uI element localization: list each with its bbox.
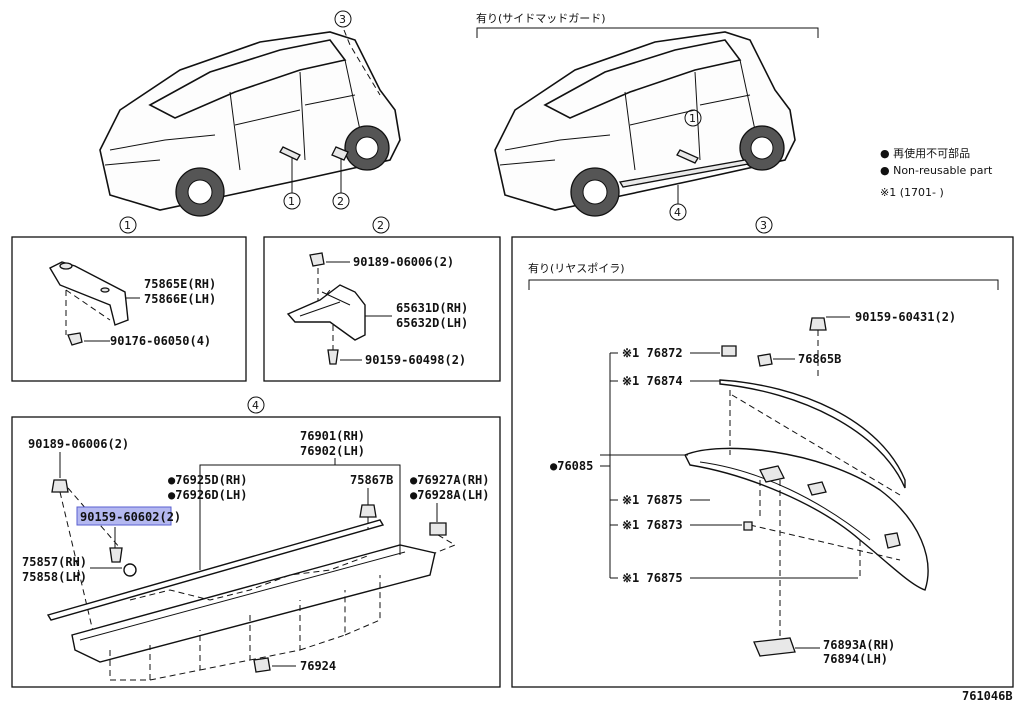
p4-part-12: 76924 [300, 659, 336, 673]
legend-note: ※1 (1701- ) [880, 186, 944, 199]
clip-top-part [309, 252, 325, 267]
screw-90159-60602 [109, 547, 123, 563]
panel-4: 4 90189-06006(2) 90159-60602(2) 75857(RH… [11, 396, 501, 688]
rc-callout-1-label: 1 [689, 112, 696, 125]
p2-part-2: 65631D(RH) [396, 301, 468, 315]
highlight-part-box[interactable] [76, 506, 172, 526]
mudguard-bracket-part [49, 261, 129, 326]
p3-part-8: ※1 76875 [622, 571, 683, 585]
figure-id: 761046B [962, 689, 1013, 703]
p1-part-2: 75866E(LH) [144, 292, 216, 306]
p4-part-7: ●76925D(RH) [168, 473, 247, 487]
callout-3-label: 3 [339, 13, 346, 26]
panel-3-num-circle [755, 216, 773, 234]
panel-3-subtitle: 有り(リヤスポイラ) [528, 261, 625, 275]
p4-part-2-highlight[interactable]: 90159-60602(2) [80, 510, 181, 524]
screw-part [327, 349, 339, 365]
panel-2-frame [263, 236, 501, 382]
p4-part-4: 75858(LH) [22, 570, 87, 584]
clip-76924 [253, 657, 271, 673]
p4-part-5: 76901(RH) [300, 429, 365, 443]
p3-part-5: ●76085 [550, 459, 593, 473]
callout-1-circle [283, 192, 301, 210]
callout-2-label: 2 [337, 195, 344, 208]
p3-part-7: ※1 76873 [622, 518, 683, 532]
clip-part [67, 332, 83, 346]
p3-part-2: ※1 76872 [622, 346, 683, 360]
spoiler-garnish-part [719, 379, 906, 489]
callout-2-circle [332, 192, 350, 210]
panel-3: 3 有り(リヤスポイラ) ※1 76872 ※1 76874 ●76085 ※1… [511, 216, 1014, 688]
right-car-title: 有り(サイドマッドガード) [476, 11, 606, 25]
clip-76927a [429, 522, 447, 536]
rc-callout-4-circle [669, 203, 687, 221]
clip-75857 [123, 563, 137, 577]
legend-jp: ● 再使用不可部品 [880, 146, 970, 160]
p3-part-10: 76894(LH) [823, 652, 888, 666]
screw-90159-60431 [809, 317, 827, 331]
rc-callout-4-label: 4 [674, 206, 681, 219]
rc-callout-1-circle [684, 109, 702, 127]
panel-4-num-circle [247, 396, 265, 414]
p3-part-3: 76865B [798, 352, 841, 366]
p3-part-6: ※1 76875 [622, 493, 683, 507]
mud-guard-part [286, 284, 366, 341]
legend-en: ● Non-reusable part [880, 164, 993, 177]
panel-1-frame [11, 236, 247, 382]
bracket-76893a [753, 637, 796, 657]
rear-spoiler-part [684, 447, 929, 591]
p2-part-4: 90159-60498(2) [365, 353, 466, 367]
p4-part-10: ●76927A(RH) [410, 473, 489, 487]
panel-3-num: 3 [760, 219, 767, 232]
p4-part-9: 75867B [350, 473, 393, 487]
panel-2-num-circle [372, 216, 390, 234]
left-car-callouts: 3 1 2 [283, 10, 352, 210]
p4-part-6: 76902(LH) [300, 444, 365, 458]
rocker-moulding-strip [46, 519, 385, 621]
legend: ● 再使用不可部品 ● Non-reusable part ※1 (1701- … [880, 146, 993, 199]
car-illustration-right [494, 31, 796, 217]
panel-1: 1 75865E(RH) 75866E(LH) 90176-06050(4) [11, 216, 247, 382]
clip-75867b [359, 504, 377, 518]
p1-part-3: 90176-06050(4) [110, 334, 211, 348]
p4-part-1: 90189-06006(2) [28, 437, 129, 451]
p4-part-3: 75857(RH) [22, 555, 87, 569]
p4-part-8: ●76926D(LH) [168, 488, 247, 502]
car-illustration-left [99, 29, 401, 217]
panel-2: 2 90189-06006(2) 65631D(RH) 65632D(LH) 9… [263, 216, 501, 382]
p2-part-3: 65632D(LH) [396, 316, 468, 330]
panel-3-bracket [528, 279, 999, 290]
callout-3-circle [334, 10, 352, 28]
panel-3-frame [511, 236, 1014, 688]
p1-part-1: 75865E(RH) [144, 277, 216, 291]
panel-1-num: 1 [124, 219, 131, 232]
clip-76873 [743, 521, 753, 531]
clip-76872 [721, 345, 737, 357]
clip-76865b [757, 353, 773, 367]
callout-1-label: 1 [288, 195, 295, 208]
right-car-bracket [476, 27, 819, 38]
p4-part-11: ●76928A(LH) [410, 488, 489, 502]
p2-part-1: 90189-06006(2) [353, 255, 454, 269]
p3-part-9: 76893A(RH) [823, 638, 895, 652]
p3-part-1: 90159-60431(2) [855, 310, 956, 324]
panel-1-num-circle [119, 216, 137, 234]
p3-part-4: ※1 76874 [622, 374, 683, 388]
clip-90189-06006 [51, 479, 69, 493]
panel-4-num: 4 [252, 399, 259, 412]
panel-2-num: 2 [377, 219, 384, 232]
right-car-callouts: 1 4 [669, 109, 702, 221]
panel-4-frame [11, 416, 501, 688]
